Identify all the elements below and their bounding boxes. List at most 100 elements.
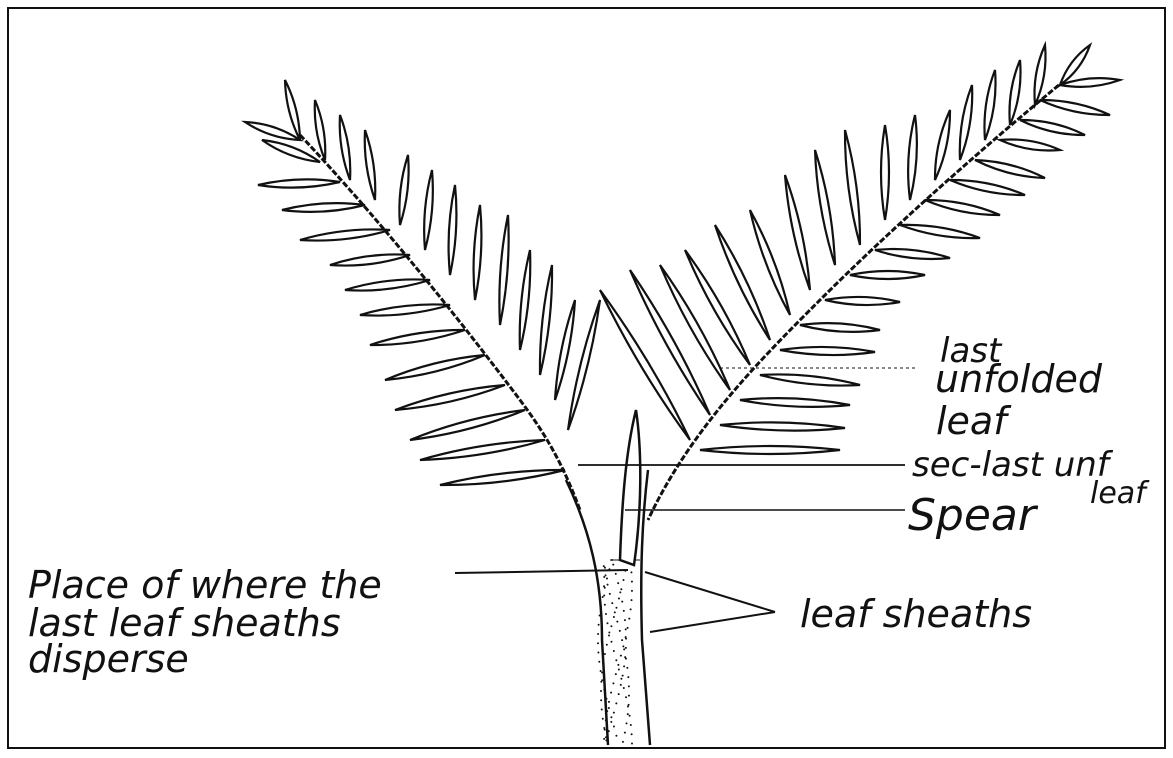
stipple-dot [619, 630, 621, 632]
stipple-dot [597, 652, 599, 654]
stipple-dot [627, 627, 629, 629]
pointer-sheath-upper [645, 572, 775, 612]
leaflet [1009, 60, 1020, 125]
stipple-dot [613, 726, 615, 728]
leaflet [300, 229, 390, 240]
stipple-dot [615, 607, 617, 609]
stipple-dot [606, 644, 608, 646]
leaflet [1060, 78, 1120, 87]
leaflet [262, 140, 320, 162]
stipple-dot [602, 596, 604, 598]
stipple-dot [600, 681, 602, 683]
stipple-dot [613, 650, 615, 652]
leaflet [935, 110, 950, 180]
leaflet [258, 179, 340, 187]
stipple-dot [623, 648, 625, 650]
leaflet [800, 323, 880, 332]
stipple-dot [617, 664, 619, 666]
leaflet [499, 215, 508, 325]
leaflet [925, 200, 1000, 215]
stipple-dot [607, 584, 609, 586]
stipple-dot [615, 659, 617, 661]
stipple-dot [613, 616, 615, 618]
stipple-dot [620, 678, 622, 680]
leaflet [975, 160, 1045, 178]
stipple-dot [614, 611, 616, 613]
stipple-dot [625, 696, 627, 698]
stipple-dot [623, 610, 625, 612]
stipple-dot [624, 732, 626, 734]
stipple-dot [630, 608, 632, 610]
stipple-dot [608, 631, 610, 633]
leaflet [845, 130, 860, 245]
leaflet [245, 122, 300, 140]
stipple-dot [627, 705, 629, 707]
leaflet [282, 203, 365, 212]
stipple-dot [605, 739, 607, 741]
stipple-dot [625, 628, 627, 630]
leaflet [785, 175, 810, 290]
stipple-dot [623, 665, 625, 667]
stipple-dot [622, 741, 624, 743]
leaflet [750, 210, 790, 315]
stipple-dot [605, 719, 607, 721]
leaflet [474, 205, 482, 300]
leaflet [315, 100, 326, 160]
leaflet [285, 80, 300, 140]
label-sec-last-unf: sec-last unf [912, 445, 1114, 485]
stipple-dot [604, 653, 606, 655]
leaflet [555, 300, 575, 400]
leaflet [780, 347, 875, 355]
label-leaf-sheaths: leaf sheaths [800, 592, 1032, 636]
stipple-dot [600, 699, 602, 701]
stipple-dot [630, 724, 632, 726]
stipple-dot [600, 670, 602, 672]
stipple-dot [605, 698, 607, 700]
stipple-dot [601, 672, 603, 674]
stipple-dot [622, 579, 624, 581]
leaflet [520, 250, 531, 350]
stipple-dot [602, 718, 604, 720]
stipple-dot [618, 693, 620, 695]
leaflet [700, 446, 840, 454]
pointer-place [455, 570, 628, 573]
stipple-dot [631, 581, 633, 583]
stipple-dot [628, 685, 630, 687]
leaflet [881, 125, 889, 220]
stipple-dot [613, 712, 615, 714]
leaflet [815, 150, 835, 265]
stipple-dot [626, 722, 628, 724]
leaflet [600, 290, 690, 440]
stipple-dot [615, 702, 617, 704]
stipple-dot [623, 687, 625, 689]
stipple-dot [603, 594, 605, 596]
stipple-dot [606, 710, 608, 712]
stipple-dot [610, 625, 612, 627]
stipple-dot [611, 559, 613, 561]
stipple-dot [625, 658, 627, 660]
stipple-dot [627, 676, 629, 678]
stipple-dot [612, 682, 614, 684]
stipple-dot [610, 721, 612, 723]
stipple-dot [597, 633, 599, 635]
leaflet [825, 297, 900, 305]
stipple-dot [600, 690, 602, 692]
leaflet [960, 85, 972, 160]
stipple-dot [627, 713, 629, 715]
stipple-dot [622, 645, 624, 647]
label-unfolded: unfolded [935, 357, 1103, 401]
stipple-dot [610, 692, 612, 694]
spear-leaf [620, 410, 640, 565]
stipple-dot [629, 715, 631, 717]
leaflet [370, 330, 465, 345]
leaflet [410, 410, 525, 440]
stipple-dot [625, 647, 627, 649]
leaflet [399, 155, 408, 225]
stipple-dot [618, 668, 620, 670]
stipple-dot [605, 574, 607, 576]
leaflet [420, 440, 545, 460]
leaflet [1000, 139, 1060, 150]
leaflet [1040, 100, 1110, 115]
stipple-dot [624, 619, 626, 621]
